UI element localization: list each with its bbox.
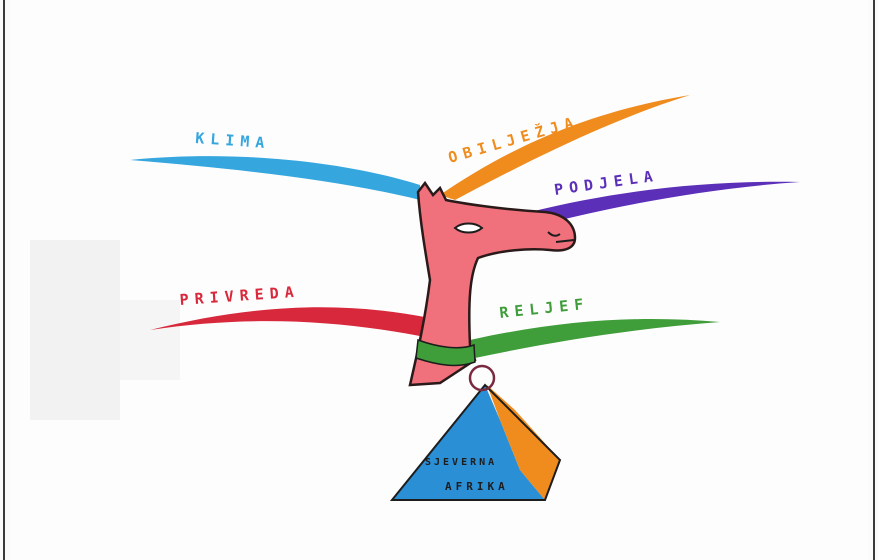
center-label-line2: AFRIKA — [445, 480, 509, 493]
label-privreda: PRIVREDA — [179, 283, 300, 309]
neck-ring — [470, 366, 494, 390]
paper-shadow — [120, 300, 180, 380]
label-reljef: RELJEF — [499, 295, 591, 322]
branch-reljef — [470, 319, 720, 358]
paper-shadow — [30, 240, 120, 420]
label-klima: KLIMA — [195, 129, 271, 152]
branch-klima — [130, 156, 420, 200]
llama-eye-icon — [455, 224, 482, 233]
branch-privreda — [150, 307, 430, 338]
center-label-line1: SJEVERNA — [425, 457, 497, 468]
